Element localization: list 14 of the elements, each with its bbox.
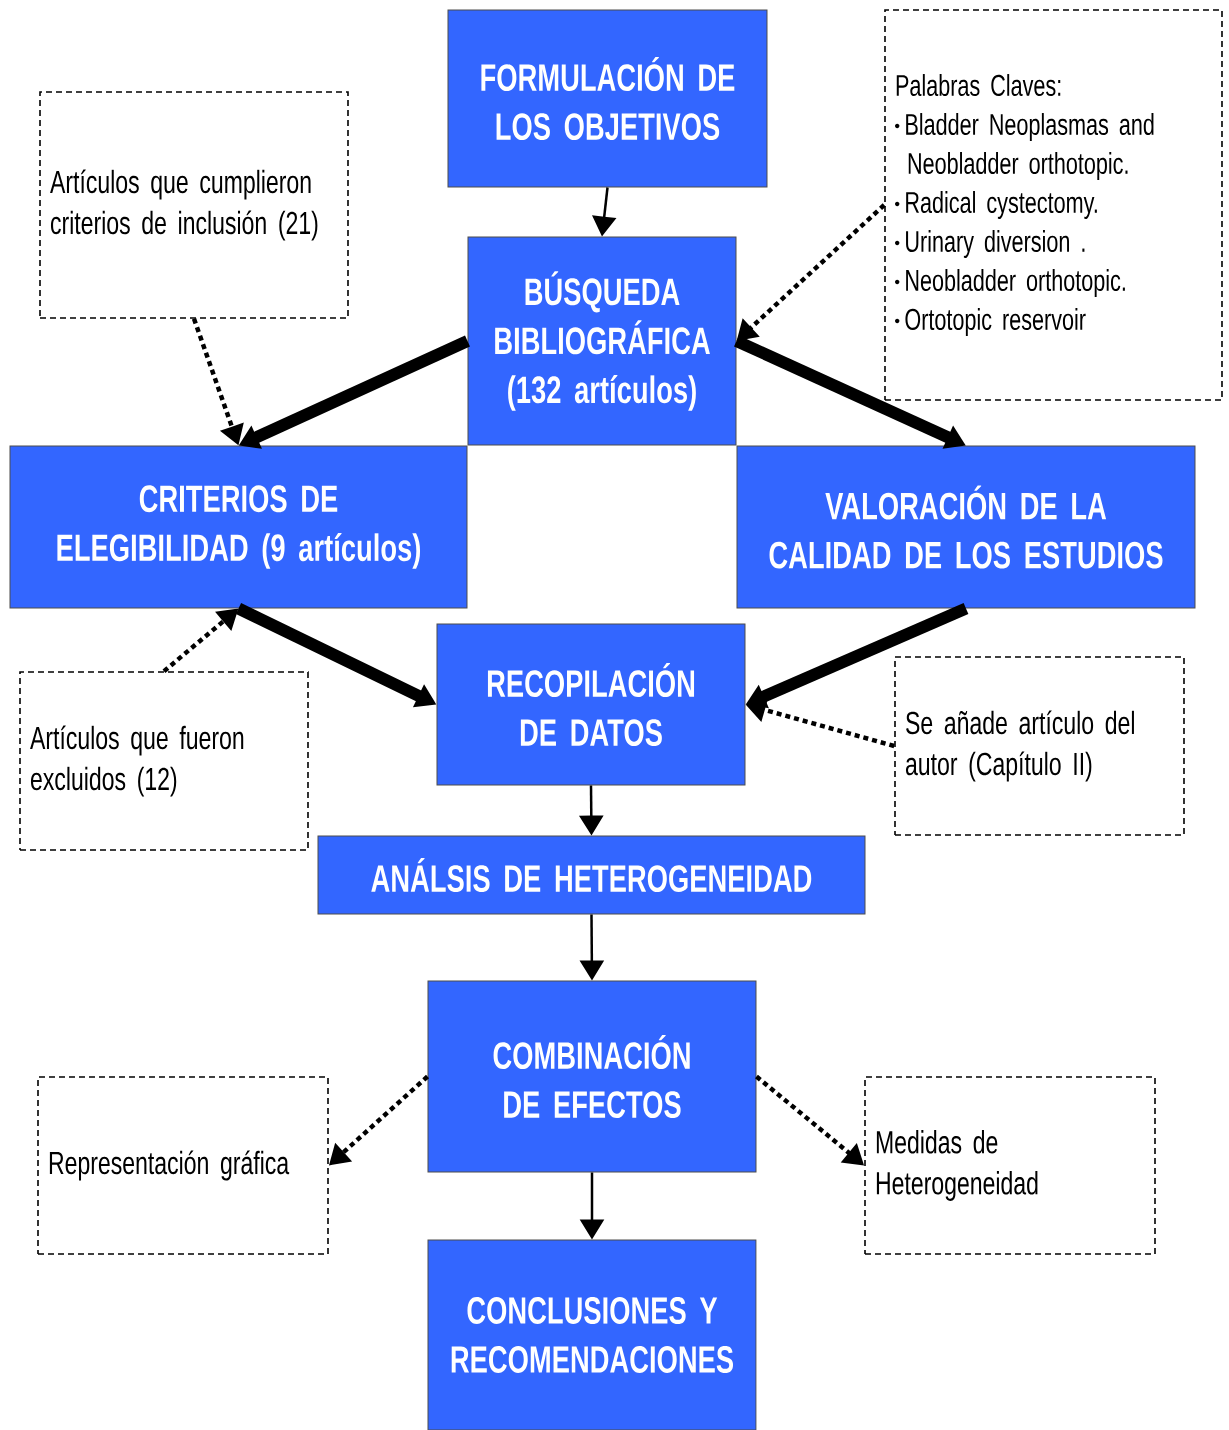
process-box: COMBINACIÓN DE EFECTOS bbox=[427, 980, 757, 1173]
note-box: Se añade artículo del autor (Capítulo II) bbox=[894, 656, 1185, 836]
process-box: CONCLUSIONES Y RECOMENDACIONES bbox=[427, 1239, 757, 1430]
process-box: VALORACIÓN DE LA CALIDAD DE LOS ESTUDIOS bbox=[736, 445, 1196, 609]
process-box: FORMULACIÓN DE LOS OBJETIVOS bbox=[447, 9, 768, 188]
note-box: Artículos que fueron excluidos (12) bbox=[19, 671, 309, 851]
note-box: Artículos que cumplieron criterios de inclusión (21) bbox=[39, 91, 349, 319]
process-box: ANÁLSIS DE HETEROGENEIDAD bbox=[317, 835, 866, 915]
process-box: RECOPILACIÓN DE DATOS bbox=[436, 623, 746, 786]
note-box: Medidas de Heterogeneidad bbox=[864, 1076, 1156, 1255]
process-box: BÚSQUEDA BIBLIOGRÁFICA (132 artículos) bbox=[467, 236, 737, 446]
process-box: CRITERIOS DE ELEGIBILIDAD (9 artículos) bbox=[9, 445, 468, 609]
note-box: Representación gráfica bbox=[37, 1076, 329, 1255]
note-box: Palabras Claves: Bladder Neoplasmas and Neobladder orthotopic. Radical cystectomy. Urinary diversion . Neobladder orthotopic. Ortotopic reservoir bbox=[884, 9, 1223, 401]
